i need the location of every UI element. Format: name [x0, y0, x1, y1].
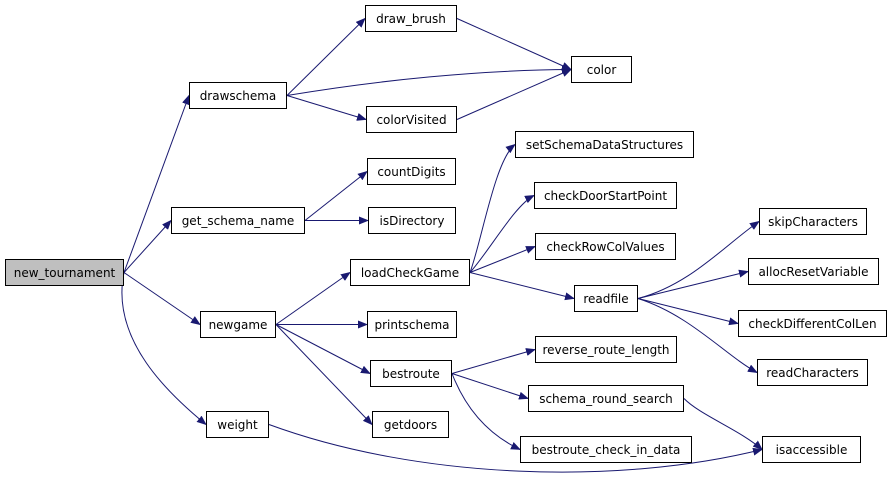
node-setschemadatastructures[interactable]: setSchemaDataStructures	[515, 131, 694, 158]
node-skipcharacters[interactable]: skipCharacters	[759, 208, 867, 235]
edge-loadcheckgame-to-setschemadatastructures	[469, 143, 516, 273]
node-drawschema[interactable]: drawschema	[189, 82, 287, 109]
edge-new_tournament-to-newgame	[123, 272, 201, 326]
edge-loadcheckgame-to-readfile	[469, 272, 575, 301]
node-readcharacters[interactable]: readCharacters	[757, 359, 868, 386]
node-new-tournament[interactable]: new_tournament	[5, 259, 124, 286]
edge-colorvisited-to-color	[456, 69, 572, 120]
edge-bestroute-to-schema_round_search	[451, 373, 529, 400]
node-bestroute-check-in-data[interactable]: bestroute_check_in_data	[520, 436, 692, 463]
node-isdirectory[interactable]: isDirectory	[368, 207, 456, 234]
edge-newgame-to-loadcheckgame	[275, 271, 351, 325]
edge-readfile-to-readcharacters	[637, 298, 758, 373]
node-loadcheckgame[interactable]: loadCheckGame	[350, 259, 470, 286]
edge-readfile-to-checkdifferentcollen	[637, 298, 739, 326]
node-bestroute[interactable]: bestroute	[370, 360, 452, 387]
node-allocresetvariable[interactable]: allocResetVariable	[748, 258, 879, 285]
node-newgame[interactable]: newgame	[200, 311, 276, 338]
node-schema-round-search[interactable]: schema_round_search	[528, 385, 684, 412]
edge-weight-to-isaccessible	[268, 424, 763, 473]
node-getdoors[interactable]: getdoors	[372, 411, 449, 438]
edge-newgame-to-bestroute	[275, 324, 371, 374]
edge-schema_round_search-to-isaccessible	[683, 398, 763, 451]
edge-new_tournament-to-weight	[121, 272, 207, 426]
node-weight[interactable]: weight	[206, 411, 269, 438]
node-printschema[interactable]: printschema	[367, 311, 457, 338]
node-checkdifferentcollen[interactable]: checkDifferentColLen	[738, 310, 887, 337]
node-isaccessible[interactable]: isaccessible	[762, 436, 861, 463]
edge-bestroute-to-bestroute_check_in_data	[451, 373, 521, 450]
node-get-schema-name[interactable]: get_schema_name	[171, 207, 305, 234]
node-checkdoorstartpoint[interactable]: checkDoorStartPoint	[534, 182, 677, 209]
edge-get_schema_name-to-countdigits	[304, 170, 368, 221]
edge-loadcheckgame-to-checkdoorstartpoint	[469, 195, 535, 273]
node-countdigits[interactable]: countDigits	[367, 158, 456, 185]
edge-drawschema-to-draw_brush	[286, 17, 366, 96]
edge-loadcheckgame-to-checkrowcolvalues	[469, 246, 536, 273]
edge-draw_brush-to-color	[456, 18, 572, 70]
node-draw-brush[interactable]: draw_brush	[365, 5, 457, 32]
edge-newgame-to-getdoors	[275, 324, 373, 426]
edge-drawschema-to-color	[286, 65, 572, 96]
node-colorvisited[interactable]: colorVisited	[366, 106, 457, 133]
node-readfile[interactable]: readfile	[574, 285, 638, 312]
node-checkrowcolvalues[interactable]: checkRowColValues	[535, 233, 676, 260]
edge-readfile-to-allocresetvariable	[637, 269, 749, 299]
edge-bestroute-to-reverse_route_length	[451, 348, 536, 374]
edge-new_tournament-to-drawschema	[123, 94, 190, 273]
node-reverse-route-length[interactable]: reverse_route_length	[535, 336, 677, 363]
edge-new_tournament-to-get_schema_name	[123, 219, 172, 273]
edge-readfile-to-skipcharacters	[637, 220, 760, 299]
node-color[interactable]: color	[571, 56, 632, 83]
edge-drawschema-to-colorvisited	[286, 95, 367, 121]
